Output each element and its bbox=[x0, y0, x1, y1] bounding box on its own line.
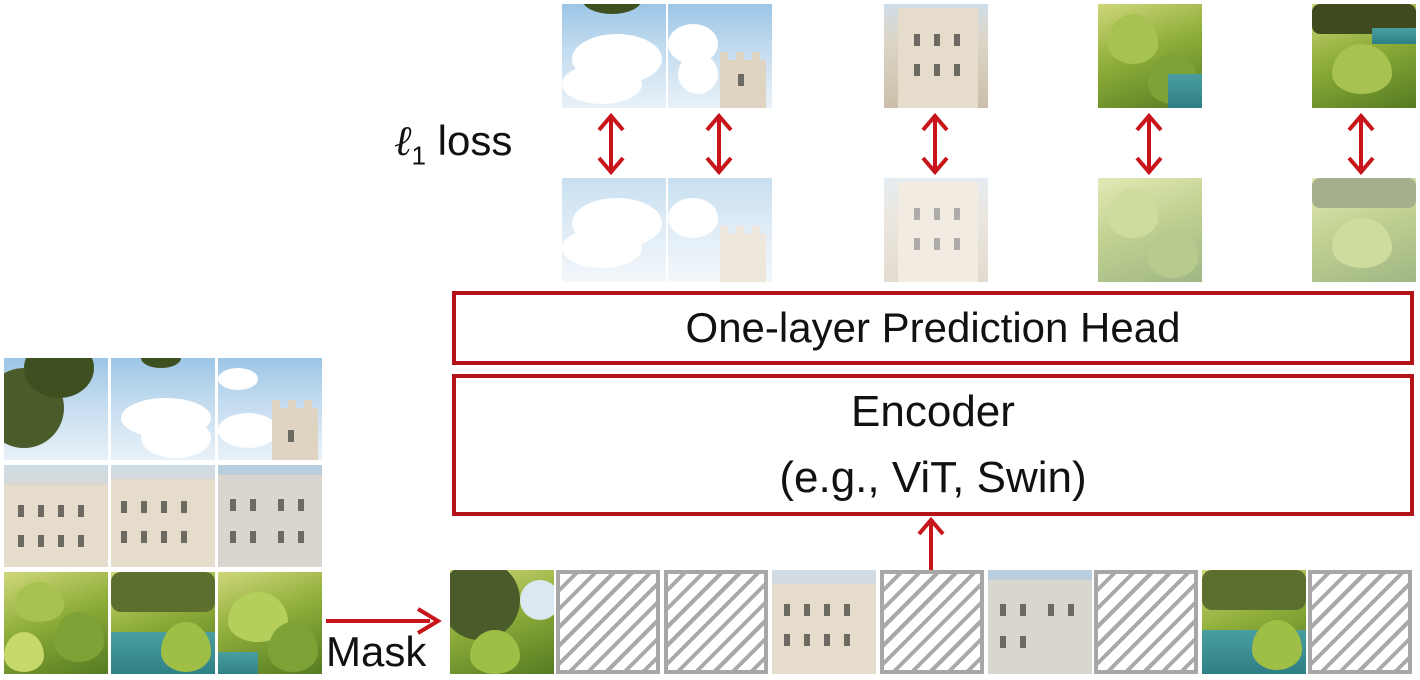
encoder-title: Encoder bbox=[851, 387, 1015, 436]
prediction-head-label: One-layer Prediction Head bbox=[685, 304, 1181, 351]
encoder-examples: (e.g., ViT, Swin) bbox=[779, 453, 1087, 502]
visible-token-6 bbox=[988, 570, 1092, 674]
grid-patch-8 bbox=[111, 572, 215, 674]
target-patch-5 bbox=[1312, 4, 1416, 108]
masked-token-9 bbox=[1308, 570, 1412, 674]
masked-token-5 bbox=[880, 570, 984, 674]
target-patch-4 bbox=[1098, 4, 1202, 108]
loss-label: ℓ1 loss bbox=[394, 116, 512, 171]
masked-token-3 bbox=[664, 570, 768, 674]
original-image-grid bbox=[4, 358, 322, 676]
target-patch-3 bbox=[884, 4, 988, 108]
encoder-box: Encoder (e.g., ViT, Swin) bbox=[452, 374, 1414, 516]
loss-subscript: 1 bbox=[411, 140, 426, 171]
double-arrow-icon-1 bbox=[597, 112, 625, 176]
loss-word: loss bbox=[437, 117, 513, 164]
grid-patch-2 bbox=[111, 358, 215, 460]
visible-token-8 bbox=[1202, 570, 1306, 674]
grid-patch-7 bbox=[4, 572, 108, 674]
predicted-patch-4 bbox=[1098, 178, 1202, 282]
target-patch-1 bbox=[562, 4, 666, 108]
double-arrow-icon-5 bbox=[1347, 112, 1375, 176]
grid-patch-5 bbox=[111, 465, 215, 567]
grid-patch-9 bbox=[218, 572, 322, 674]
prediction-head-box: One-layer Prediction Head bbox=[452, 291, 1414, 365]
grid-patch-6 bbox=[218, 465, 322, 567]
predicted-patch-2 bbox=[668, 178, 772, 282]
masked-token-2 bbox=[556, 570, 660, 674]
double-arrow-icon-4 bbox=[1135, 112, 1163, 176]
visible-token-4 bbox=[772, 570, 876, 674]
predicted-patch-3 bbox=[884, 178, 988, 282]
right-arrow-icon bbox=[326, 607, 442, 635]
grid-patch-3 bbox=[218, 358, 322, 460]
grid-patch-4 bbox=[4, 465, 108, 567]
grid-patch-1 bbox=[4, 358, 108, 460]
loss-symbol: ℓ bbox=[394, 116, 412, 165]
visible-token-1 bbox=[450, 570, 554, 674]
mask-label: Mask bbox=[326, 628, 427, 675]
up-arrow-icon bbox=[917, 516, 945, 570]
masked-token-7 bbox=[1094, 570, 1198, 674]
predicted-patch-1 bbox=[562, 178, 666, 282]
double-arrow-icon-2 bbox=[705, 112, 733, 176]
double-arrow-icon-3 bbox=[921, 112, 949, 176]
target-patch-2 bbox=[668, 4, 772, 108]
predicted-patch-5 bbox=[1312, 178, 1416, 282]
